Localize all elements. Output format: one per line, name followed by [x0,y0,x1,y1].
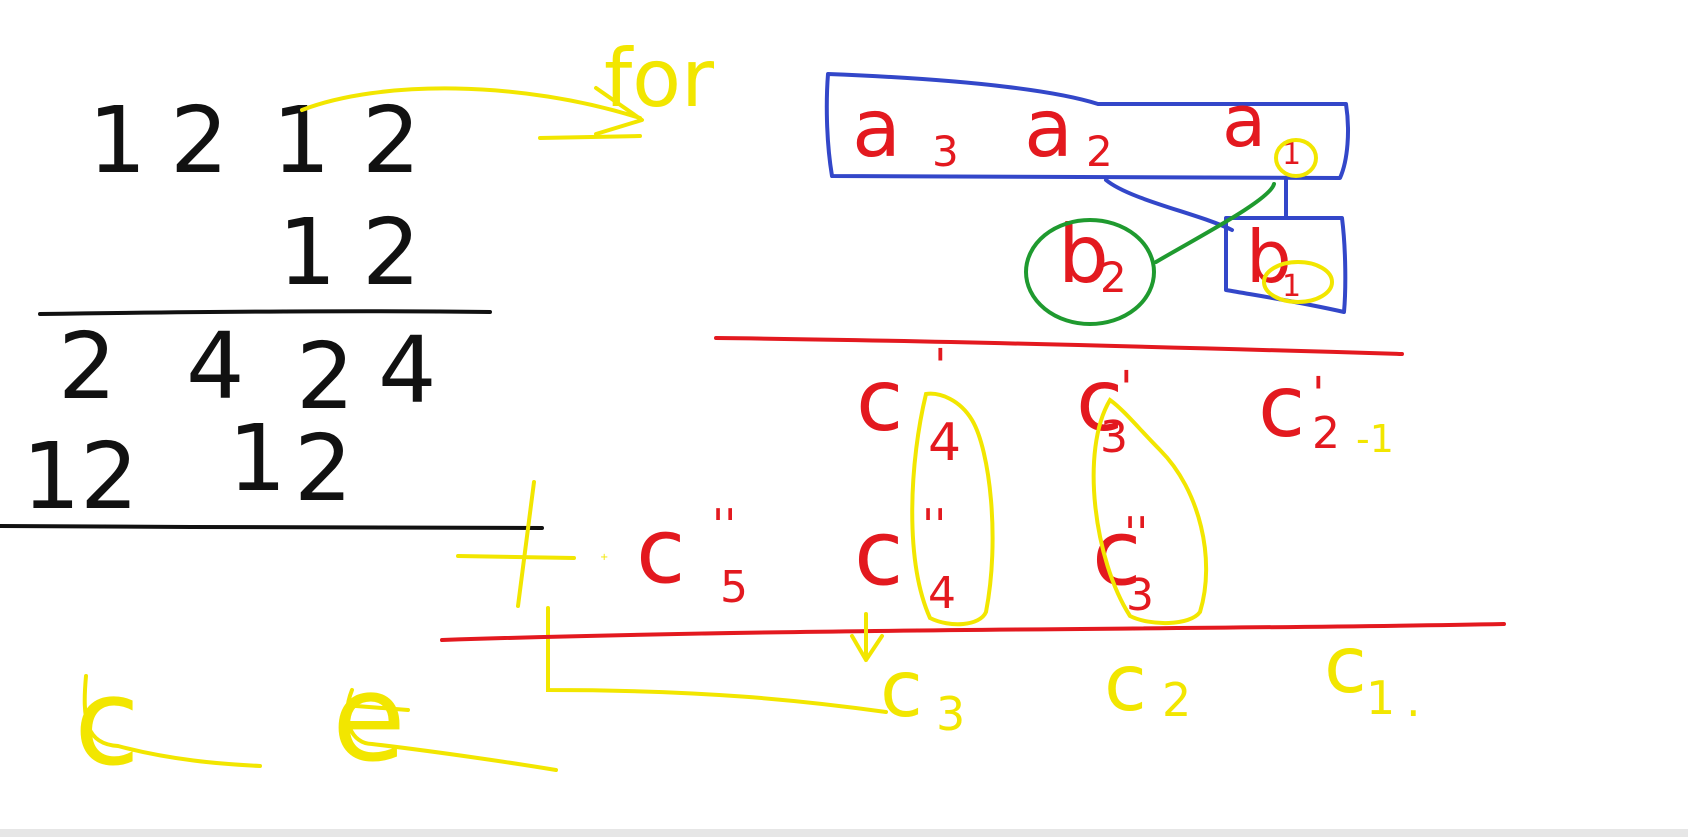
c-prime-2-sup: ' [1312,367,1325,421]
c-stroke [82,674,262,768]
result-dot: . [1406,673,1421,727]
result-c1-base: c [1324,621,1367,711]
c-dprime-5-sub: 5 [720,562,748,613]
multiplicand-digit-1: 1 [88,87,147,194]
a-operand-box [824,72,1350,180]
result-c3-sub: 3 [936,687,965,741]
bottom-scrollbar-strip [0,829,1688,837]
c-prime-4-base: c [856,351,903,451]
multiplier-digit-2: 2 [362,199,421,306]
c-prime-3-sub: 3 [1100,412,1128,463]
result-rule-1 [714,336,1404,356]
partial-2-digit-3: 1 [228,405,287,512]
b1-highlight-circle [1262,260,1334,304]
for-arrow [300,86,644,140]
c-dprime-3-sup: '' [1124,508,1148,559]
column-loop-4 [910,391,995,627]
multiplier-digit-1: 1 [278,199,337,306]
plus-sign: + [600,552,608,563]
c-dprime-5-sup: '' [712,500,736,551]
c-dprime-4-sup: '' [922,500,946,551]
b2-a1-link [1154,182,1276,264]
partial-1-digit-4: 4 [378,317,437,424]
a1-base: a [1222,79,1266,163]
multiplicand-digit-4: 2 [362,87,421,194]
plus-mark [456,480,576,608]
b1-sub: 1 [1282,269,1301,304]
c-dprime-5-base: c [636,499,685,604]
c-dprime-4-sub: 4 [928,568,956,619]
multiplicand-digit-2: 2 [170,87,229,194]
c-prime-2-base: c [1258,357,1305,457]
partial-1-digit-3: 2 [296,323,355,430]
c-dprime-3-sub: 3 [1126,570,1154,621]
a3-base: a [852,82,901,175]
a1-sub: 1 [1282,137,1301,172]
c-prime-2-sub: 2 [1312,408,1340,459]
partial-2-digit-4: 2 [294,415,353,522]
c-prime-3-base: c [1076,351,1123,451]
e-stroke [345,688,558,772]
result-c2-base: c [1104,639,1147,729]
c-prime-4-sub: 4 [928,413,961,473]
result-c2-sub: 2 [1162,673,1191,727]
c-prime-row: c ' 4 c ' 3 c ' 2 [856,339,1340,473]
a2-base: a [1024,82,1073,175]
for-label: for [604,32,714,125]
a2-sub: 2 [1086,127,1113,176]
a-operands: a 3 a 2 a 1 [852,79,1301,176]
a1-highlight-circle [1274,138,1318,178]
multiplication-rule-1 [38,309,492,316]
e-annotation-left: e [332,650,406,789]
b-operand-box [1224,216,1348,314]
result-rule-2 [440,622,1506,642]
multiplication-rule-2 [0,524,544,530]
partial-2-digit-1: 1 [22,423,81,530]
c-annotation-left: c [74,654,140,793]
partial-1-digit-1: 2 [58,313,117,420]
c-prime-3-sup: ' [1120,361,1133,415]
a3-sub: 3 [932,127,959,176]
result-row: c 3 c 2 c 1 . [880,621,1421,741]
b-operands: b 2 b 1 [1058,208,1301,304]
down-arrow [850,612,884,662]
b1-base: b [1246,215,1292,299]
c-prime-tail: -1 [1356,417,1394,461]
result-c3-base: c [880,645,923,735]
c-dprime-4-base: c [854,501,903,606]
partial-1-digit-2: 4 [186,313,245,420]
b2-sub: 2 [1100,253,1127,302]
column-loop-3 [1091,397,1209,626]
b2-highlight-circle [1024,218,1156,326]
carry-bracket [546,606,888,714]
c-double-prime-row: c '' 5 c '' 4 c '' 3 [636,499,1154,621]
c-prime-4-sup: ' [934,339,947,393]
result-c1-sub: 1 [1366,671,1395,725]
partial-2-digit-2: 2 [80,423,139,530]
